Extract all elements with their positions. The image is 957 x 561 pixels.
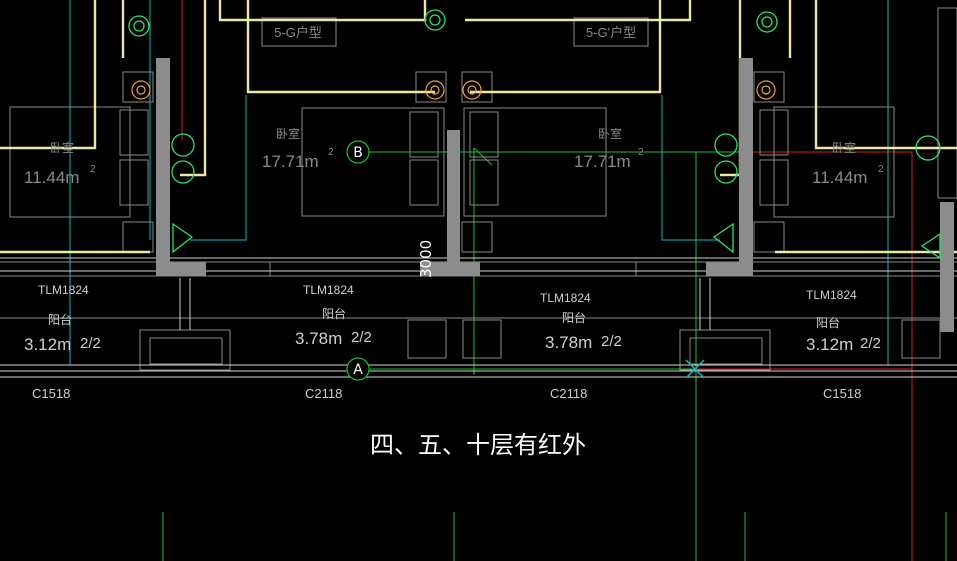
dimension-label: 3000 <box>417 240 435 278</box>
smoke-detector-icon[interactable] <box>128 9 941 184</box>
window-tag: C2118 <box>550 386 587 401</box>
door-tag: TLM1824 <box>303 283 354 297</box>
window-tag: C1518 <box>823 386 861 401</box>
walls <box>0 0 957 254</box>
alarm-lines <box>181 0 913 561</box>
window-tag: C1518 <box>32 386 70 401</box>
room-area-left-bedroom: 11.44m <box>24 168 79 187</box>
room-area-center-left-bedroom: 17.71m <box>262 152 319 171</box>
room-area-sup: 2 <box>328 147 334 158</box>
svg-text:B: B <box>353 145 363 161</box>
room-area-sup: 2/2 <box>601 333 622 350</box>
door-tag: TLM1824 <box>806 288 857 302</box>
room-label-center-left-balcony: 阳台 <box>322 306 346 321</box>
room-area-sup: 2/2 <box>351 329 372 346</box>
room-label-center-right-bedroom: 卧室 <box>598 126 622 141</box>
room-label-center-right-balcony: 阳台 <box>562 310 586 325</box>
room-label-center-left-bedroom: 卧室 <box>276 126 300 141</box>
detector-devices[interactable] <box>128 9 941 379</box>
floor-note: 四、五、十层有红外 <box>370 431 586 459</box>
room-area-center-right-bedroom: 17.71m <box>574 152 631 171</box>
room-area-center-left-balcony: 3.78m <box>295 329 342 348</box>
room-area-sup: 2/2 <box>860 335 881 352</box>
cross-marker-icon <box>685 359 705 379</box>
room-area-right-bedroom: 11.44m <box>812 168 867 187</box>
structure-lines <box>0 7 957 371</box>
manual-call-point-icon[interactable] <box>172 222 941 260</box>
cable-lines <box>69 0 889 365</box>
alarm-bell-icon[interactable] <box>131 80 776 100</box>
grid-marker-a[interactable]: A <box>346 357 370 381</box>
room-area-center-right-balcony: 3.78m <box>545 333 592 352</box>
window-tag: C2118 <box>305 386 342 401</box>
axis-lines <box>162 147 947 561</box>
room-label-right-balcony: 阳台 <box>816 315 840 330</box>
columns <box>156 58 954 332</box>
grid-marker-b[interactable]: B <box>346 140 370 164</box>
room-area-sup: 2 <box>90 164 96 175</box>
room-area-left-balcony: 3.12m <box>24 335 71 354</box>
room-area-sup: 2 <box>638 147 644 158</box>
door-tag: TLM1824 <box>540 291 591 305</box>
room-area-sup: 2 <box>878 164 884 175</box>
door-tag: TLM1824 <box>38 283 89 297</box>
room-label-left-balcony: 阳台 <box>48 312 72 327</box>
svg-text:A: A <box>353 362 363 378</box>
room-label-left-bedroom: 卧室 <box>50 140 74 155</box>
room-area-right-balcony: 3.12m <box>806 335 853 354</box>
unit-type-left: 5-G户型 <box>274 25 322 40</box>
room-label-right-bedroom: 卧室 <box>832 140 856 155</box>
room-area-sup: 2/2 <box>80 335 101 352</box>
unit-type-right: 5-G'户型 <box>586 25 636 40</box>
